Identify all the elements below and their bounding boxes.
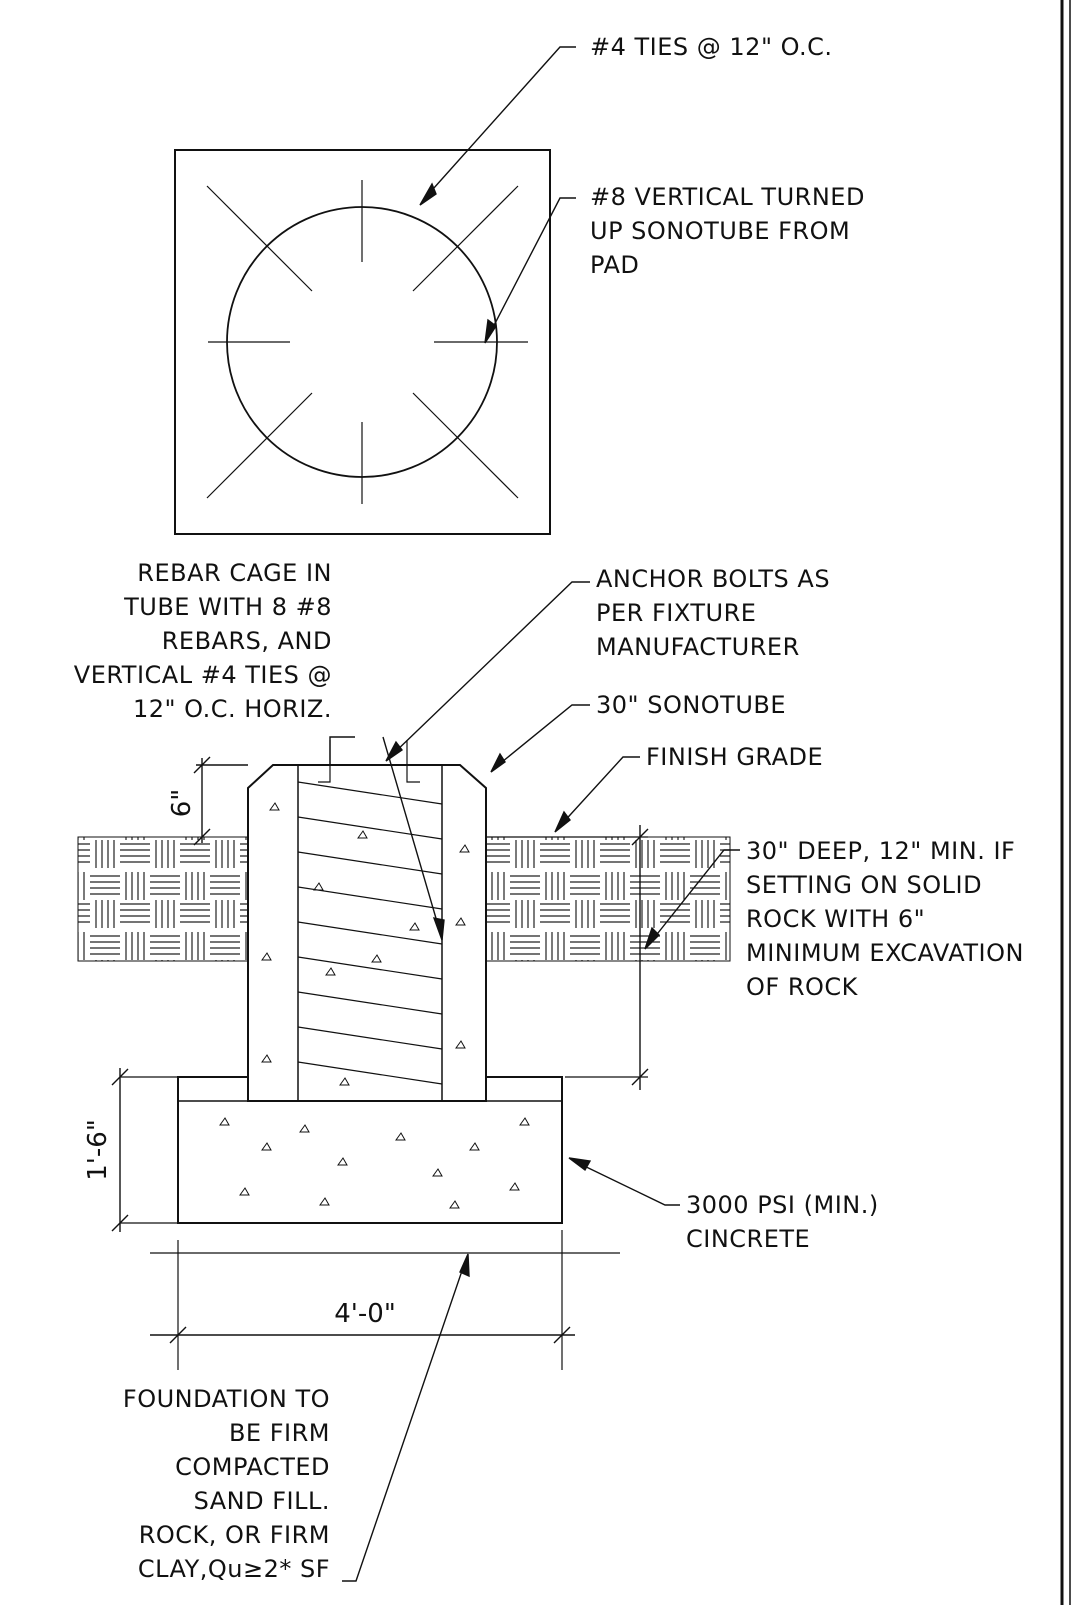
concrete-note: 3000 PSI (MIN.) CINCRETE xyxy=(686,1191,879,1253)
vertical-bars-note: #8 VERTICAL TURNED UP SONOTUBE FROM PAD xyxy=(590,183,865,279)
rebar-cage-pointer xyxy=(382,736,441,933)
finish-grade-leader xyxy=(559,756,640,827)
finish-grade-note: FINISH GRADE xyxy=(646,743,824,771)
foundation-leader xyxy=(342,1261,466,1582)
footing-depth-dimension xyxy=(111,1068,129,1232)
ties-leader xyxy=(424,46,576,199)
cage-ties xyxy=(297,781,443,1085)
soil-left xyxy=(77,836,249,962)
plan-rebar-marks xyxy=(206,180,528,504)
sonotube-note: 30" SONOTUBE xyxy=(596,691,787,719)
embed-depth-dimension xyxy=(631,825,649,1090)
ties-arrowhead xyxy=(419,182,437,206)
rebar-cage-leader xyxy=(329,736,355,766)
ties-note: #4 TIES @ 12" O.C. xyxy=(590,33,833,61)
anchor-bolts-leader xyxy=(391,581,590,756)
vertical-bars-arrowhead xyxy=(484,318,497,344)
footing-depth-dim-text: 1'-6" xyxy=(83,1119,113,1181)
footing-width-dimension xyxy=(150,1326,575,1344)
embed-depth-note: 30" DEEP, 12" MIN. IF SETTING ON SOLID R… xyxy=(746,837,1024,1001)
plan-view xyxy=(174,149,551,535)
projection-dim-text: 6" xyxy=(167,789,197,818)
plan-pad-outline xyxy=(174,149,551,535)
concrete-aggregate xyxy=(219,802,530,1209)
section-leaders xyxy=(329,581,740,1582)
sonotube-leader xyxy=(496,704,590,767)
soil-right xyxy=(485,836,731,962)
rebar-cage-note: REBAR CAGE IN TUBE WITH 8 #8 REBARS, AND… xyxy=(73,559,332,723)
embed-depth-leader xyxy=(649,849,740,944)
anchor-bolts-note: ANCHOR BOLTS AS PER FIXTURE MANUFACTURER xyxy=(596,565,831,661)
footing-width-dim-text: 4'-0" xyxy=(334,1299,396,1329)
section-view xyxy=(77,740,731,1224)
vertical-bars-leader xyxy=(488,197,576,336)
concrete-leader xyxy=(575,1161,680,1206)
projection-dimension xyxy=(193,756,248,846)
plan-leaders xyxy=(419,46,576,344)
foundation-note: FOUNDATION TO BE FIRM COMPACTED SAND FIL… xyxy=(122,1385,330,1583)
sheet-border xyxy=(1060,0,1071,1605)
grade-lines xyxy=(120,836,648,1370)
